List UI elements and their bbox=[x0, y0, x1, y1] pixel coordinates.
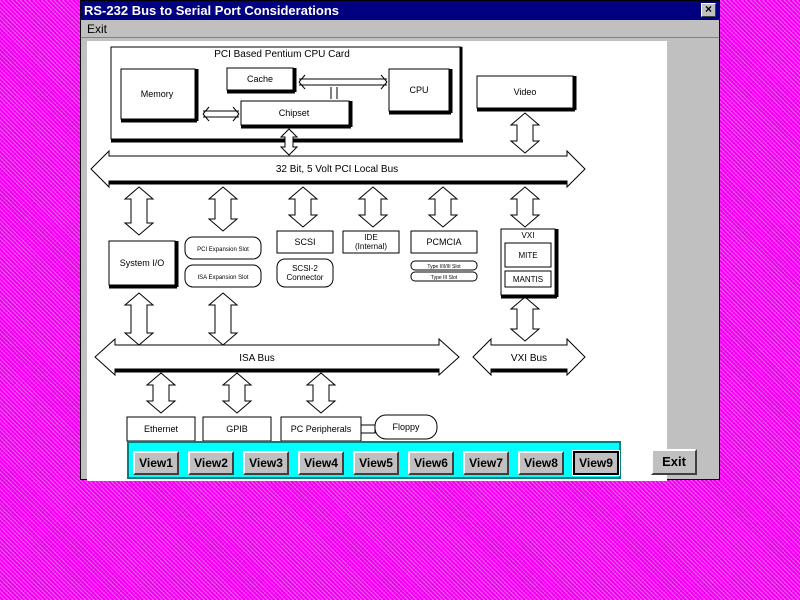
system-io-box bbox=[108, 240, 176, 286]
view9-button[interactable]: View9 bbox=[572, 450, 620, 476]
vertical-arrows bbox=[123, 112, 541, 414]
exit-button[interactable]: Exit bbox=[651, 449, 697, 475]
system-io-label: System I/O bbox=[120, 258, 165, 268]
ethernet-label: Ethernet bbox=[144, 424, 179, 434]
pcmcia-slot1-label: Type I/II/III Slot bbox=[427, 264, 461, 270]
view3-button[interactable]: View3 bbox=[243, 451, 289, 475]
view4-button[interactable]: View4 bbox=[298, 451, 344, 475]
view8-button[interactable]: View8 bbox=[518, 451, 564, 475]
gpib-label: GPIB bbox=[226, 424, 248, 434]
pcmcia-label: PCMCIA bbox=[426, 237, 461, 247]
cpu-card-title: PCI Based Pentium CPU Card bbox=[214, 49, 350, 60]
pci-slot-label: PCI Expansion Slot bbox=[197, 247, 249, 253]
video-label: Video bbox=[514, 87, 537, 97]
mite-label: MITE bbox=[518, 251, 537, 260]
memory-box bbox=[120, 68, 196, 120]
isa-slot-label: ISA Expansion Slot bbox=[197, 275, 248, 281]
mantis-box bbox=[504, 270, 552, 288]
vxi-bus-label: VXI Bus bbox=[511, 353, 547, 364]
architecture-diagram: PCI Based Pentium CPU Card Memory Cache … bbox=[87, 41, 667, 481]
view7-button[interactable]: View7 bbox=[463, 451, 509, 475]
isa-slot-box bbox=[184, 264, 262, 288]
pc-peripherals-label: PC Peripherals bbox=[291, 424, 352, 434]
ide-label-2: (Internal) bbox=[355, 242, 387, 251]
memory-label: Memory bbox=[141, 89, 174, 99]
pcmcia-slot2-label: Type III Slot bbox=[431, 275, 458, 281]
ide-label-1: IDE bbox=[364, 233, 377, 242]
pcmcia-slot1-box bbox=[410, 260, 478, 271]
cache-box bbox=[226, 67, 294, 91]
cache-label: Cache bbox=[247, 74, 273, 84]
pci-slot-box bbox=[184, 236, 262, 260]
close-icon[interactable]: × bbox=[701, 3, 716, 17]
scsi-connector-label-2: Connector bbox=[287, 273, 324, 282]
video-box bbox=[476, 75, 574, 109]
view6-button[interactable]: View6 bbox=[408, 451, 454, 475]
mite-box bbox=[504, 242, 552, 268]
main-window: RS-232 Bus to Serial Port Considerations… bbox=[80, 0, 720, 481]
pcmcia-box bbox=[410, 230, 478, 254]
floppy-label: Floppy bbox=[392, 422, 420, 432]
title-bar: RS-232 Bus to Serial Port Considerations… bbox=[81, 1, 719, 20]
view2-button[interactable]: View2 bbox=[188, 451, 234, 475]
vxi-label: VXI bbox=[522, 231, 535, 240]
mantis-label: MANTIS bbox=[513, 275, 543, 284]
chipset-label: Chipset bbox=[279, 108, 310, 118]
pci-bus-label: 32 Bit, 5 Volt PCI Local Bus bbox=[276, 164, 398, 175]
scsi-connector-label-1: SCSI-2 bbox=[292, 264, 318, 273]
pcmcia-slot2-box bbox=[410, 271, 478, 282]
view5-button[interactable]: View5 bbox=[353, 451, 399, 475]
ide-box bbox=[342, 230, 400, 254]
menu-bar: Exit bbox=[81, 20, 719, 38]
cpu-label: CPU bbox=[409, 85, 428, 95]
ethernet-box bbox=[126, 416, 196, 442]
view1-button[interactable]: View1 bbox=[133, 451, 179, 475]
menu-exit[interactable]: Exit bbox=[87, 22, 108, 36]
scsi-connector-box bbox=[276, 258, 334, 288]
diagram-canvas: PCI Based Pentium CPU Card Memory Cache … bbox=[90, 46, 586, 442]
cpu-box bbox=[388, 68, 450, 112]
window-title: RS-232 Bus to Serial Port Considerations bbox=[84, 3, 340, 18]
view-button-bar: View1 View2 View3 View4 View5 View6 View… bbox=[127, 441, 621, 479]
chipset-box bbox=[240, 100, 350, 126]
floppy-box bbox=[374, 414, 438, 440]
isa-bus-label: ISA Bus bbox=[239, 353, 275, 364]
scsi-label: SCSI bbox=[294, 237, 315, 247]
scsi-box bbox=[276, 230, 334, 254]
